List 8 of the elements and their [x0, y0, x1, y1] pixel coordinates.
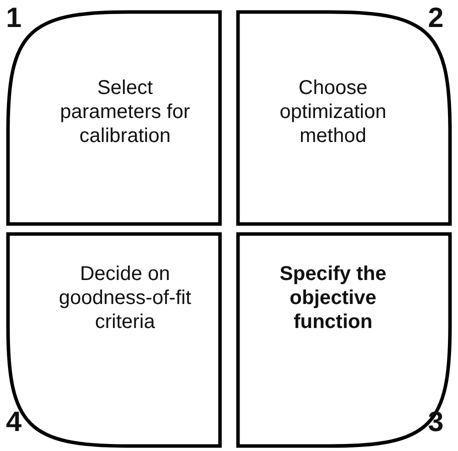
step-number: 4: [6, 406, 22, 438]
step-text: Choose optimization method: [278, 76, 388, 148]
step-text: Specify the objective function: [278, 262, 388, 334]
step-text: Decide on goodness-of-fit criteria: [58, 262, 192, 334]
step-text: Select parameters for calibration: [58, 76, 192, 148]
step-number: 1: [6, 2, 22, 34]
step-number: 2: [428, 2, 444, 34]
step-number: 3: [428, 406, 444, 438]
